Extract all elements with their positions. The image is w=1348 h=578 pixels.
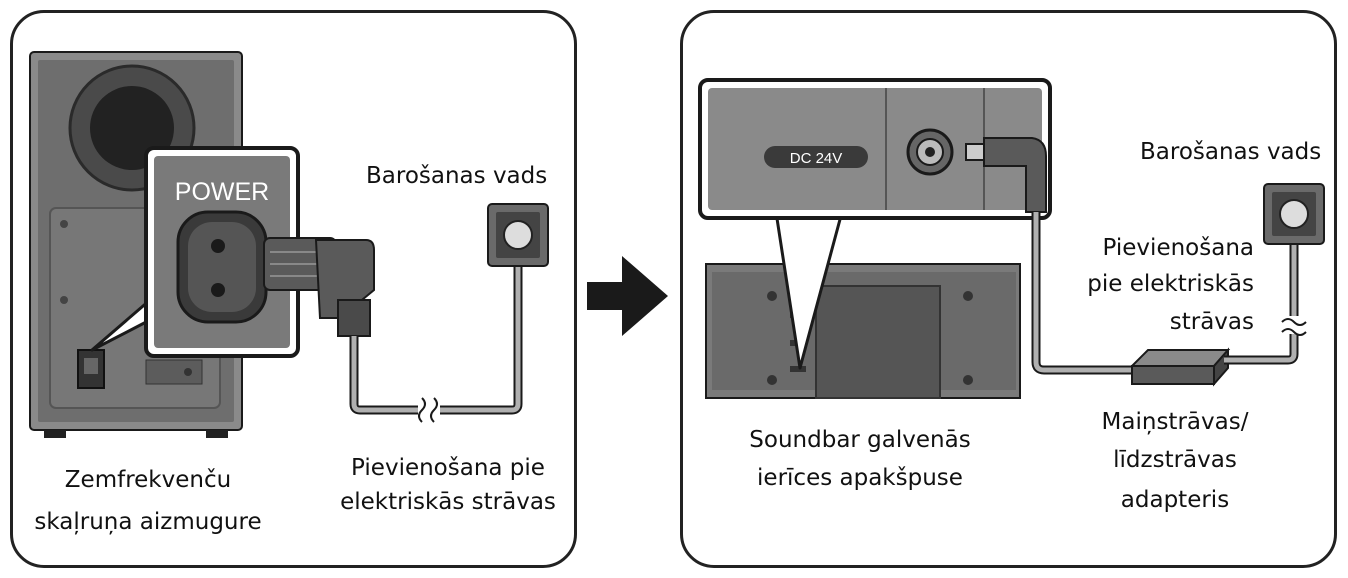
cable-break-icon <box>1281 318 1307 336</box>
adapter-label-line2: līdzstrāvas <box>1113 447 1237 473</box>
wall-outlet-icon <box>487 203 549 267</box>
adapter-label-line3: adapteris <box>1120 487 1230 513</box>
dc-socket-zoom <box>698 78 1052 220</box>
soundbar-underside <box>705 263 1021 399</box>
soundbar-label-line2: ierīces apakšpuse <box>757 465 963 491</box>
outlet-connection-label-line3: strāvas <box>1169 309 1254 335</box>
arrow-right-icon <box>587 256 668 336</box>
outlet-connection-label-line2: pie elektriskās <box>1087 271 1254 297</box>
power-plug <box>263 237 375 337</box>
soundbar-label-line1: Soundbar galvenās <box>749 427 971 453</box>
dc-plug <box>965 137 1047 213</box>
wall-outlet-icon <box>1263 183 1325 245</box>
adapter-label-line1: Maiņstrāvas/ <box>1101 409 1249 435</box>
outlet-connection-label-line1: Pievienošana pie <box>351 455 545 481</box>
cable-break-icon <box>418 397 438 423</box>
power-socket-zoom <box>144 146 300 358</box>
power-socket-label: POWER <box>175 178 269 206</box>
outlet-connection-label-line1: Pievienošana <box>1102 235 1254 261</box>
power-cord-label: Barošanas vads <box>366 163 548 189</box>
dc-socket-label: DC 24V <box>790 150 843 167</box>
subwoofer-label-line1: Zemfrekvenču <box>64 467 232 493</box>
outlet-connection-label-line2: elektriskās strāvas <box>340 489 556 515</box>
power-cord-label: Barošanas vads <box>1140 139 1322 165</box>
ac-dc-adapter <box>1129 347 1231 387</box>
subwoofer-label-line2: skaļruņa aizmugure <box>34 509 262 535</box>
